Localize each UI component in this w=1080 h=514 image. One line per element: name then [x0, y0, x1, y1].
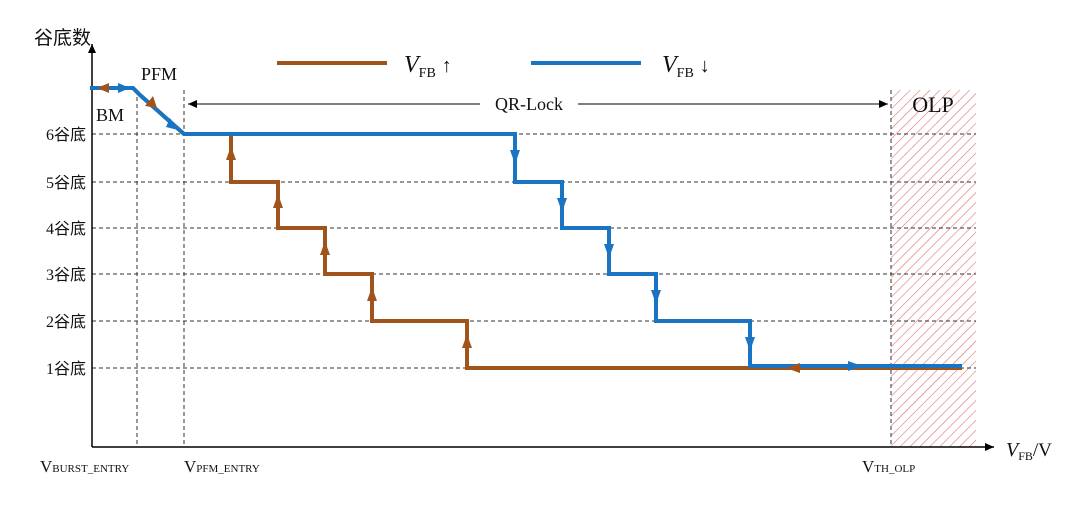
- falling-arrow-olp-right: [848, 361, 862, 371]
- legend-rising-label: VFB↑: [404, 52, 452, 81]
- legend-falling-label: VFB↓: [662, 52, 710, 81]
- rising-arrow-2: [462, 334, 472, 348]
- rising-arrow-3: [367, 287, 377, 301]
- falling-arrow-pfm: [166, 118, 178, 130]
- y-tick-4: 4谷底: [46, 220, 86, 238]
- falling-arrow-2: [745, 337, 755, 351]
- falling-arrow-6: [510, 150, 520, 164]
- rising-arrow-4: [320, 241, 330, 255]
- x-marker-pfm-entry: VPFM_ENTRY: [184, 457, 260, 476]
- falling-arrow-4: [604, 244, 614, 258]
- x-marker-burst-entry: VBURST_ENTRY: [40, 457, 129, 476]
- rising-arrow-olp-left: [786, 363, 800, 373]
- boundary-lines: [136, 90, 892, 447]
- pfm-label: PFM: [141, 64, 177, 84]
- y-tick-6: 6谷底: [46, 126, 86, 144]
- y-tick-3: 3谷底: [46, 266, 86, 284]
- y-tick-labels: 6谷底 5谷底 4谷底 3谷底 2谷底 1谷底: [46, 126, 86, 378]
- rising-arrow-burst-left: [97, 83, 109, 93]
- rising-arrow-pfm: [145, 96, 157, 108]
- y-tick-1: 1谷底: [46, 360, 86, 378]
- x-axis-title: VFB/V: [1006, 439, 1052, 463]
- qr-lock-label: QR-Lock: [495, 94, 563, 114]
- olp-region: [891, 90, 976, 447]
- olp-label: OLP: [912, 92, 954, 117]
- falling-arrowheads: [118, 83, 862, 371]
- y-tick-5: 5谷底: [46, 174, 86, 192]
- y-axis-title: 谷底数: [34, 27, 91, 49]
- falling-curve: [90, 86, 962, 368]
- y-tick-2: 2谷底: [46, 313, 86, 331]
- falling-arrow-5: [557, 198, 567, 212]
- rising-arrow-6: [226, 146, 236, 160]
- rising-arrow-5: [273, 194, 283, 208]
- grid-lines: [92, 133, 976, 369]
- falling-arrow-burst-right: [118, 83, 130, 93]
- x-marker-th-olp: VTH_OLP: [862, 457, 915, 476]
- falling-arrow-3: [651, 290, 661, 304]
- legend: VFB↑ VFB↓: [277, 52, 710, 81]
- rising-arrowheads: [97, 83, 800, 373]
- bm-label: BM: [96, 105, 124, 125]
